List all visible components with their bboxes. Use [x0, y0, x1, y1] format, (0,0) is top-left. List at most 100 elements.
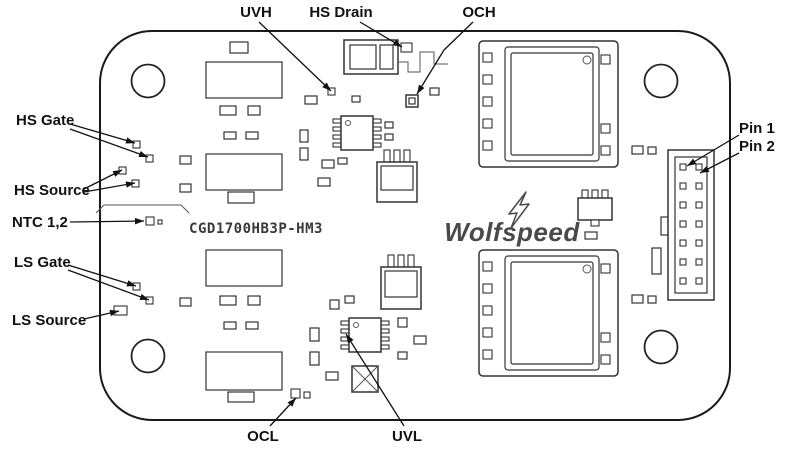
board-trace: [398, 51, 448, 73]
smd: [223, 131, 237, 140]
smd: [299, 129, 309, 143]
smd: [219, 105, 237, 116]
smd: [384, 133, 394, 141]
mounting-hole: [130, 63, 166, 99]
header-pin: [695, 220, 703, 228]
ocl-pad: [303, 391, 311, 399]
ntc-trace: [95, 204, 190, 214]
dpak-leg: [407, 254, 415, 268]
smd: [299, 147, 309, 161]
module-pad: [482, 118, 493, 129]
ic-pin: [591, 189, 599, 199]
callout-ls-gate-label: LS Gate: [14, 254, 71, 271]
leader-arrowhead: [138, 150, 148, 157]
transformer-lower: [205, 249, 283, 403]
smd: [384, 121, 394, 129]
smd: [337, 157, 348, 165]
module-pad: [600, 332, 611, 343]
ls-gate-pad: [132, 282, 141, 291]
ic-pin: [581, 189, 589, 199]
callouts: UVH HS Drain OCH HS Gate HS Source NTC 1…: [12, 4, 775, 445]
dpak-leg: [397, 254, 405, 268]
hs-gate-pad: [132, 140, 141, 149]
hs-drain-pad: [400, 42, 413, 53]
callout-hs-gate-leader: [69, 123, 136, 144]
smd: [229, 41, 249, 54]
smd: [245, 321, 259, 330]
smd: [317, 177, 331, 187]
module-pad: [600, 54, 611, 65]
leader-arrowhead: [287, 398, 296, 407]
callout-uvl-label: UVL: [392, 428, 422, 445]
leader-arrowhead: [392, 39, 402, 47]
header-pin: [679, 201, 687, 209]
smd: [631, 294, 644, 304]
callout-ocl-label: OCL: [247, 428, 279, 445]
callout-hs-drain-label: HS Drain: [309, 4, 372, 21]
smd: [309, 351, 320, 366]
ntc-pad: [145, 216, 155, 226]
leader-arrowhead: [346, 334, 354, 344]
header-pin-2: [695, 163, 703, 171]
module-dot: [582, 264, 592, 274]
callout-pin2-label: Pin 2: [739, 138, 775, 155]
module-pad: [482, 140, 493, 151]
smd: [179, 155, 192, 165]
ic-pin: [372, 134, 382, 140]
callout-ls-gate-leader: [67, 269, 150, 301]
och-component-inner: [408, 97, 416, 105]
ic-pin: [372, 142, 382, 148]
right-center-circuit: [577, 145, 662, 304]
callout-hs-gate-label: HS Gate: [16, 112, 74, 129]
leader-arrowhead: [134, 217, 144, 225]
smd: [179, 297, 192, 307]
module-pad: [482, 74, 493, 85]
leader-arrowhead: [139, 293, 149, 300]
header-pin: [695, 201, 703, 209]
smd: [227, 191, 255, 204]
ic-pin: [380, 328, 390, 334]
module-pad: [482, 261, 493, 272]
ic-pin: [332, 134, 342, 140]
callout-ntc-label: NTC 1,2: [12, 214, 68, 231]
smd: [397, 317, 408, 328]
module-dot: [582, 55, 592, 65]
ic-pin: [340, 344, 350, 350]
leader-arrowhead: [687, 158, 697, 166]
smd: [179, 183, 192, 193]
transformer-upper: [205, 41, 283, 204]
ic-pin: [340, 328, 350, 334]
smd: [584, 231, 598, 240]
mounting-hole: [130, 338, 166, 374]
callout-ntc-leader: [69, 220, 145, 223]
callout-uvl-leader: [345, 333, 405, 427]
lightning-bolt-icon: [508, 191, 530, 229]
winding-band: [205, 153, 283, 191]
smd: [219, 295, 237, 306]
callout-hs-source-label: HS Source: [14, 182, 90, 199]
leader-arrowhead: [700, 166, 710, 173]
callout-pin1-label: Pin 1: [739, 120, 775, 137]
mounting-hole: [643, 329, 679, 365]
smd: [245, 131, 259, 140]
module-inner: [510, 261, 594, 365]
smd: [413, 335, 427, 345]
ntc-pad: [157, 219, 163, 225]
header-pin-1: [679, 163, 687, 171]
input-supply-component: [343, 39, 448, 75]
module-pad: [482, 305, 493, 316]
header-pin: [695, 277, 703, 285]
smd: [647, 295, 657, 304]
header-pin: [679, 220, 687, 228]
callout-uvh-label: UVH: [240, 4, 272, 21]
dpak-leg: [403, 149, 411, 163]
wolfspeed-logo: Wolfspeed: [444, 191, 580, 247]
winding-band: [205, 351, 283, 391]
pin1-dot: [353, 322, 359, 328]
part-number-text: CGD1700HB3P-HM3: [189, 221, 323, 237]
smd: [309, 327, 320, 342]
smd: [647, 146, 657, 155]
smd: [397, 351, 408, 360]
